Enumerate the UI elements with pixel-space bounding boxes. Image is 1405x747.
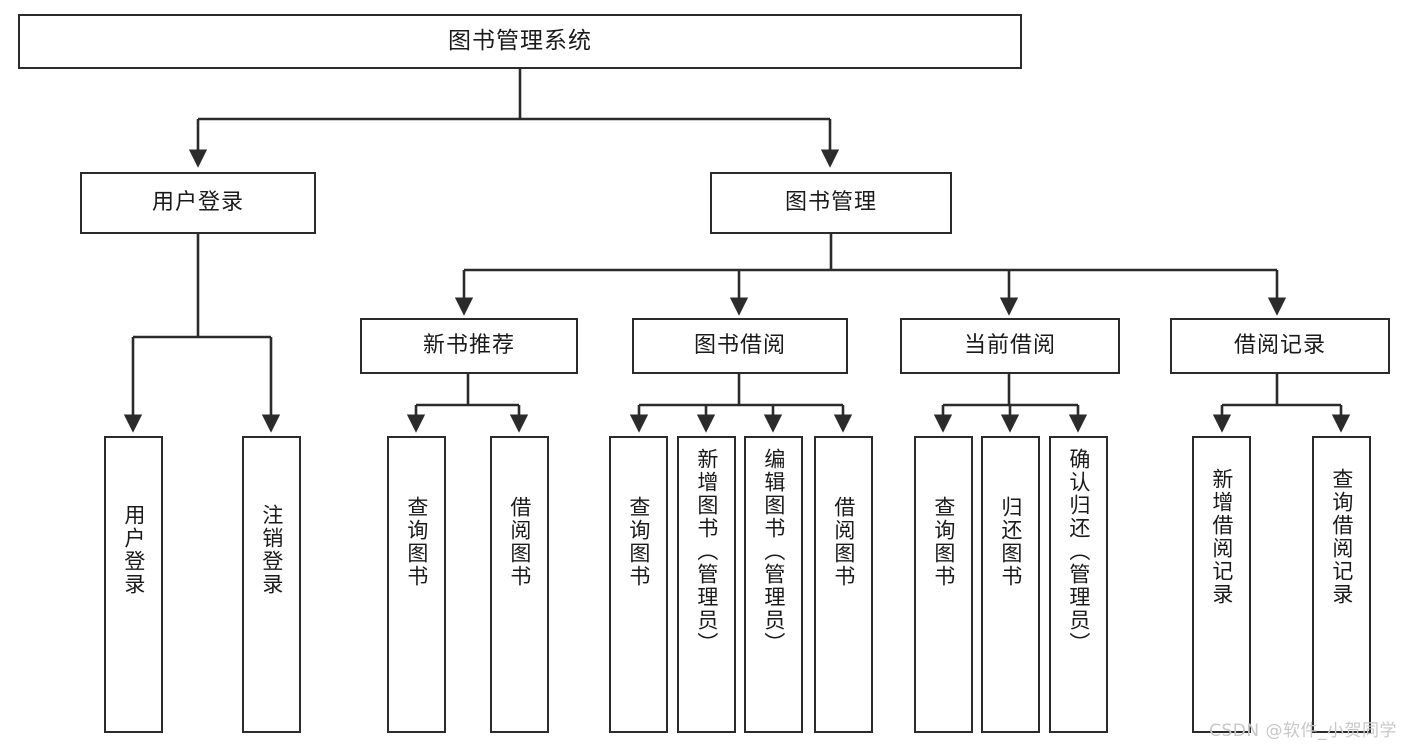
node-borrow-records[interactable]: 借阅记录 [1170, 318, 1390, 374]
leaf-new-book-borrow-books[interactable]: 借阅图书 [490, 436, 549, 733]
leaf-current-borrow-confirm-return-admin[interactable]: 确认归还（管理员） [1049, 436, 1108, 733]
leaf-new-book-query-books[interactable]: 查询图书 [387, 436, 446, 733]
leaf-book-borrow-add-book-admin[interactable]: 新增图书（管理员） [677, 436, 736, 733]
node-root[interactable]: 图书管理系统 [18, 14, 1022, 69]
csdn-watermark: CSDN @软件_小贺同学 [1209, 721, 1397, 741]
node-user-login[interactable]: 用户登录 [80, 172, 316, 234]
node-book-borrow[interactable]: 图书借阅 [632, 318, 848, 374]
leaf-label: 新增借阅记录 [1209, 468, 1234, 606]
leaf-user-login-login[interactable]: 用户登录 [104, 436, 163, 733]
leaf-label: 借阅图书 [831, 496, 856, 588]
leaf-label: 确认归还（管理员） [1066, 448, 1091, 655]
leaf-borrow-records-add-record[interactable]: 新增借阅记录 [1192, 436, 1251, 733]
node-current-borrow[interactable]: 当前借阅 [900, 318, 1120, 374]
leaf-borrow-records-query-record[interactable]: 查询借阅记录 [1312, 436, 1371, 733]
leaf-label: 查询图书 [626, 496, 651, 588]
leaf-label: 归还图书 [998, 496, 1023, 588]
leaf-book-borrow-borrow-books[interactable]: 借阅图书 [814, 436, 873, 733]
leaf-label: 用户登录 [121, 504, 146, 596]
leaf-label: 新增图书（管理员） [694, 448, 719, 655]
leaf-label: 查询图书 [404, 496, 429, 588]
leaf-user-login-logout[interactable]: 注销登录 [242, 436, 301, 733]
leaf-label: 查询图书 [931, 496, 956, 588]
leaf-book-borrow-edit-book-admin[interactable]: 编辑图书（管理员） [744, 436, 803, 733]
leaf-label: 编辑图书（管理员） [761, 448, 786, 655]
leaf-book-borrow-query-books[interactable]: 查询图书 [609, 436, 668, 733]
leaf-current-borrow-return-books[interactable]: 归还图书 [981, 436, 1040, 733]
leaf-label: 查询借阅记录 [1329, 468, 1354, 606]
leaf-label: 借阅图书 [507, 496, 532, 588]
node-book-management[interactable]: 图书管理 [710, 172, 952, 234]
node-new-book-recommend[interactable]: 新书推荐 [360, 318, 578, 374]
leaf-current-borrow-query-books[interactable]: 查询图书 [914, 436, 973, 733]
leaf-label: 注销登录 [259, 504, 284, 596]
